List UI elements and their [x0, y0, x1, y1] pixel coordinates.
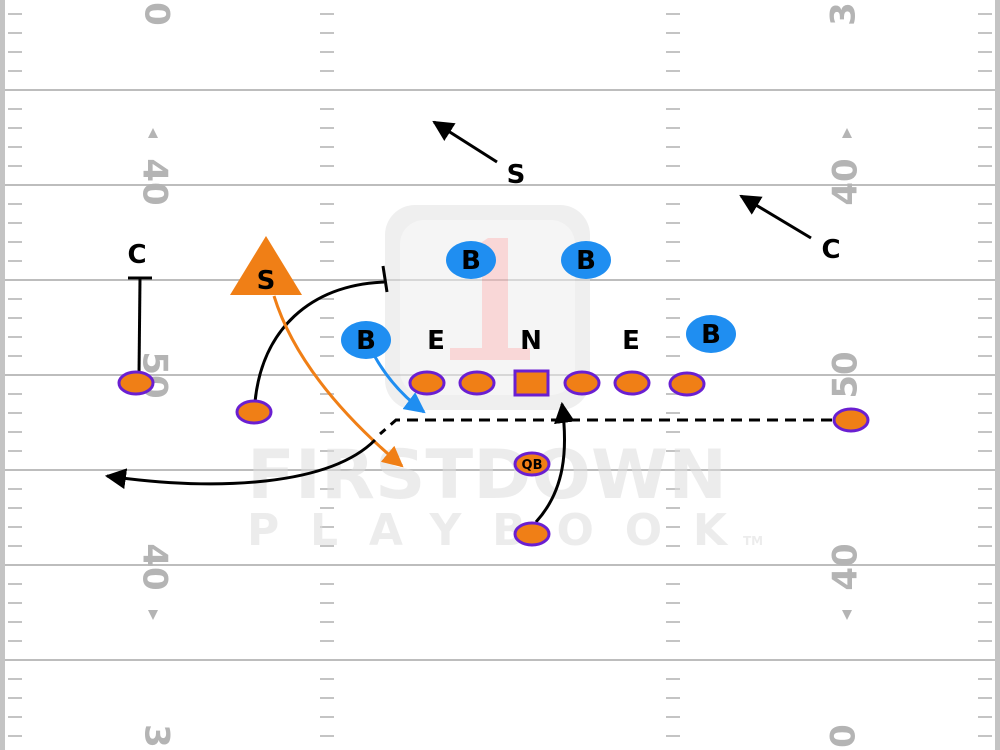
offense-player-left-wide [117, 370, 155, 396]
yard-number-left-bottom: 3 [137, 724, 177, 748]
yard-number-right-bottom: 0 [824, 724, 864, 748]
yard-number-right-40-upper: 40 [826, 158, 866, 205]
defender-backer-mid-right: B [576, 246, 596, 276]
yard-number-left-top: 0 [137, 2, 177, 26]
offense-lineman [408, 370, 446, 396]
firstdown-playbook-logo: FIRSTDOWN PLAYBOOK TM [247, 205, 763, 556]
defender-backer-circle [341, 321, 391, 359]
route-receiver-arc [253, 280, 385, 403]
direction-arrow-icon [842, 610, 852, 620]
defender-backer-right: B [701, 320, 721, 350]
offense-player-wing [235, 399, 273, 425]
routes [104, 120, 850, 524]
yard-numbers: 0 3 40 40 50 50 40 40 3 0 [135, 2, 866, 748]
route-sweep [104, 438, 377, 490]
defender-backer-left: B [356, 326, 376, 356]
watermark-line1: FIRSTDOWN [247, 436, 727, 515]
yard-number-right-40-lower: 40 [826, 543, 866, 590]
defender-corner-left: C [127, 240, 146, 270]
defender-nose: N [520, 326, 542, 356]
offense-player-motion [832, 407, 870, 433]
route-motion [379, 418, 850, 436]
offense [117, 369, 870, 547]
offense-quarterback [513, 451, 551, 477]
defender-end-left: E [427, 326, 445, 356]
offense-lineman [613, 370, 651, 396]
defender-corner-right: C [821, 235, 840, 265]
defender-safety-top: S [507, 160, 526, 190]
offense-running-back [513, 521, 551, 547]
logo-one-mark [450, 238, 530, 360]
yard-number-right-50: 50 [826, 351, 866, 398]
hash-marks [8, 13, 992, 737]
defense: S B B B B S C C E N E [127, 160, 841, 359]
offense-tight-end [668, 371, 706, 397]
yard-number-left-40-lower: 40 [135, 543, 175, 590]
left-sideline [0, 0, 5, 750]
safety-triangle [230, 236, 302, 295]
qb-label: QB [522, 458, 543, 473]
defender-backer-circle [446, 241, 496, 279]
direction-arrow-icon [842, 128, 852, 138]
route-corner-right-drop [739, 194, 812, 240]
direction-arrow-icon [148, 128, 158, 138]
direction-arrow-icon [148, 610, 158, 620]
defender-backer-circle [686, 315, 736, 353]
route-safety-drop [432, 120, 498, 164]
route-receiver-block [381, 265, 389, 293]
right-sideline [995, 0, 1000, 750]
watermark-tm: TM [743, 534, 763, 548]
offense-center [513, 369, 550, 397]
route-corner-left [137, 277, 142, 376]
yard-number-left-40-upper: 40 [135, 158, 175, 205]
route-backer-blitz [372, 354, 426, 414]
defender-end-right: E [622, 326, 640, 356]
defender-backer-mid-left: B [461, 246, 481, 276]
defender-safety-blitz: S [257, 266, 276, 296]
yard-number-right-top: 3 [824, 2, 864, 26]
defender-backer-circle [561, 241, 611, 279]
route-safety-blitz [272, 295, 404, 468]
offense-lineman [458, 370, 496, 396]
offense-lineman [563, 370, 601, 396]
route-back-run [534, 401, 575, 524]
